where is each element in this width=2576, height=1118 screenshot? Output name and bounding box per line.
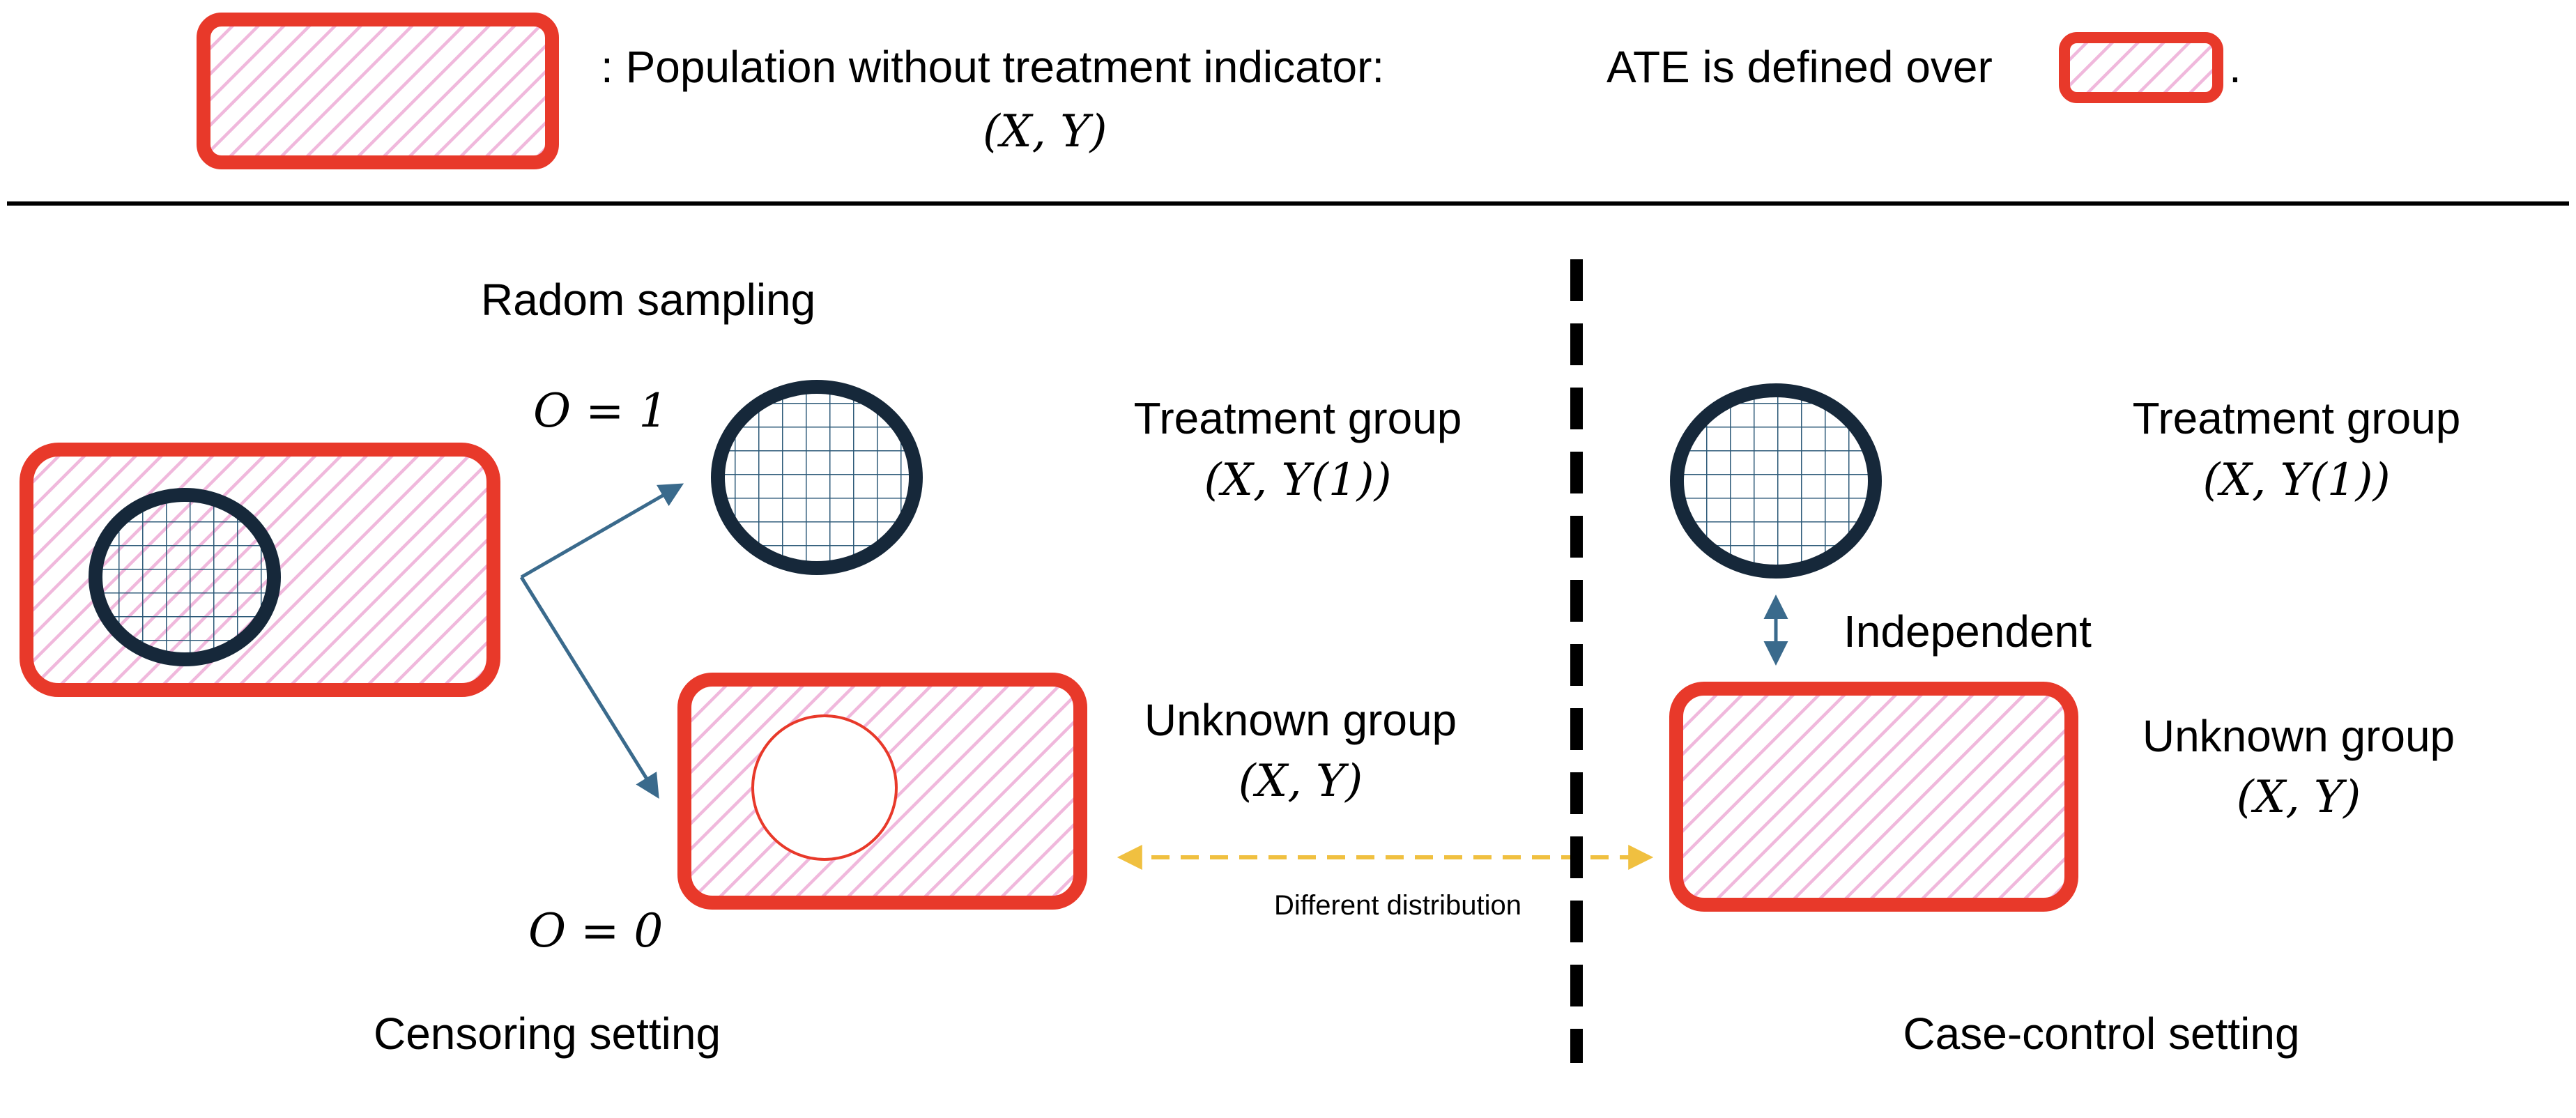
legend-ate-label: ATE is defined over	[1607, 42, 1993, 92]
case-control-treatment-ellipse	[1670, 383, 1882, 579]
arrow-to-unknown	[519, 576, 659, 799]
legend-population-box	[197, 13, 559, 169]
censoring-treatment-vars: (X, Y(1))	[1204, 454, 1391, 506]
censoring-section: Radom sampling O = 1 O = 0 Treatment gro…	[20, 275, 1462, 1059]
case-control-setting-label: Case-control setting	[1903, 1009, 2299, 1059]
source-treatment-subset	[89, 488, 281, 666]
legend-population-label: : Population without treatment indicator…	[601, 42, 1384, 92]
censoring-treatment-title: Treatment group	[1134, 393, 1462, 443]
distribution-comparison: Different distribution	[1117, 845, 1654, 921]
sampling-label: Radom sampling	[481, 275, 815, 325]
legend-ate-box	[2059, 32, 2223, 103]
legend-ate-period: .	[2229, 42, 2241, 92]
independent-label: Independent	[1843, 606, 2092, 657]
censoring-unknown-vars: (X, Y)	[1239, 756, 1363, 807]
censoring-setting-label: Censoring setting	[374, 1009, 721, 1059]
case-control-section: Treatment group (X, Y(1)) Independent Un…	[1669, 383, 2461, 1059]
different-distribution-label: Different distribution	[1274, 890, 1521, 921]
case-control-unknown-box	[1669, 682, 2078, 912]
o-equals-0-label: O = 0	[528, 904, 663, 958]
legend-population-vars: (X, Y)	[983, 106, 1107, 158]
case-control-unknown-vars: (X, Y)	[2237, 772, 2361, 823]
removed-treatment-circle	[751, 714, 898, 861]
censoring-treatment-ellipse	[711, 380, 923, 575]
case-control-treatment-title: Treatment group	[2133, 393, 2461, 443]
case-control-unknown-title: Unknown group	[2142, 711, 2455, 761]
censoring-unknown-title: Unknown group	[1144, 695, 1457, 745]
o-equals-1-label: O = 1	[533, 384, 668, 438]
legend: : Population without treatment indicator…	[197, 13, 2241, 169]
arrow-to-treatment	[520, 483, 684, 579]
case-control-treatment-vars: (X, Y(1))	[2202, 454, 2390, 506]
